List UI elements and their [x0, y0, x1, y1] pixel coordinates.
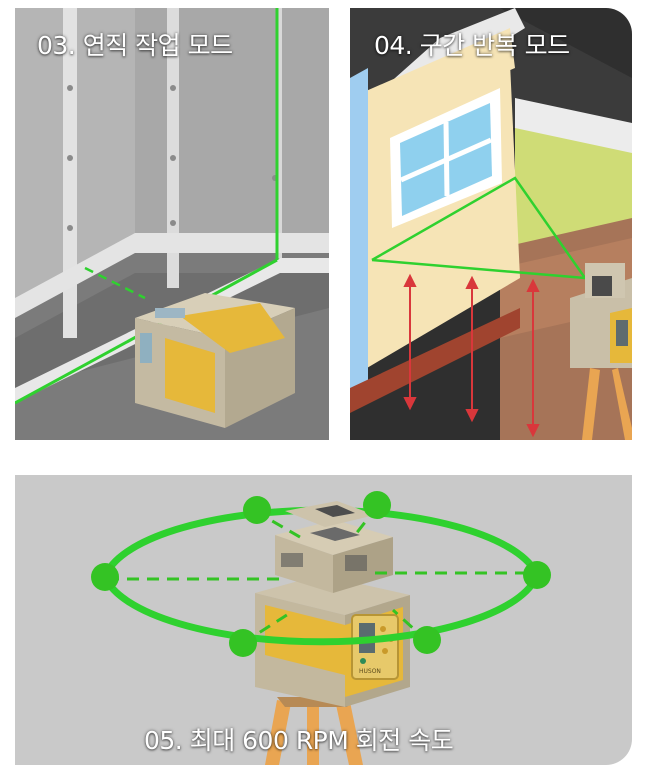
rotation-illustration: HUSON — [15, 475, 632, 765]
section-repeat-illustration — [350, 8, 632, 440]
laser-level-device-icon — [570, 263, 632, 440]
laser-level-device-icon — [135, 293, 295, 428]
device-brand-label: HUSON — [359, 668, 381, 675]
panel-section-repeat-mode: 04. 구간 반복 모드 — [350, 8, 632, 440]
window-icon — [390, 88, 502, 228]
panel-caption: 05. 최대 600 RPM 회전 속도 — [144, 726, 454, 755]
panel-vertical-mode: 03. 연직 작업 모드 — [15, 8, 329, 440]
panel-rotation-speed: HUSON 05. 최대 600 RPM 회전 속도 — [15, 475, 632, 765]
panel-caption: 03. 연직 작업 모드 — [37, 31, 233, 60]
vertical-mode-illustration — [15, 8, 329, 440]
panel-caption: 04. 구간 반복 모드 — [374, 31, 570, 60]
